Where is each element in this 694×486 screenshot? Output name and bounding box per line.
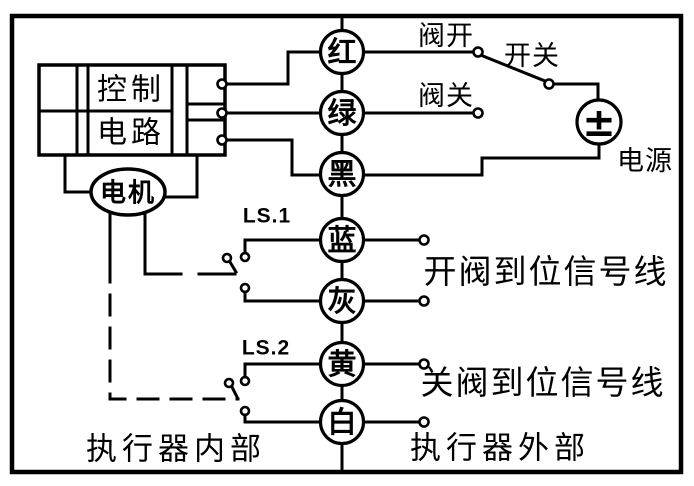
power-polarity-symbol: ± [582,100,616,146]
close-signal-label: 关阀到位信号线 [421,365,666,402]
wire-ls1-to-blue [243,238,323,255]
wire-power-to-black [362,142,601,177]
control-box: 控制 电路 [37,63,227,157]
wire-circle-white [318,398,366,446]
diagram-border [9,13,684,475]
limit-switch-ls1: LS.1 [221,205,323,303]
wire-circle-blue [318,216,366,264]
valve-open-label: 阀开 [418,21,474,51]
wire-label-yellow: 黄 [327,348,356,381]
valve-close-terminal [472,107,484,119]
control-box-terminal-2 [216,107,228,119]
wire-ls2-to-white [243,413,323,424]
ls1-blade [227,259,239,275]
control-box-terminal-1 [216,78,228,90]
wire-label-red: 红 [327,36,356,69]
white-terminal [418,416,430,428]
actuator-internal-label: 执行器内部 [86,432,266,467]
wire-circle-green [318,89,366,137]
power-label: 电源 [617,146,673,176]
limit-switch-ls2: LS.2 [223,337,323,424]
ls2-label: LS.2 [242,337,290,360]
blue-terminal [418,234,430,246]
wire-circle-red [318,28,366,76]
wire-ls1-to-gray [243,290,323,303]
wire-circle-gray [318,277,366,325]
wire-circle-yellow [318,340,366,388]
open-signal-label: 开阀到位信号线 [424,254,669,291]
wire-box-to-black [225,138,323,177]
motor-label: 电机 [100,179,156,208]
wire-label-black: 黑 [327,159,356,191]
switch-blade [481,54,547,83]
motor-drop-left-dashed [108,260,240,401]
wire-box-to-motor-right [164,153,199,199]
ls1-blade-tip-contact [221,252,233,264]
wire-label-white: 白 [327,406,356,439]
switch-terminal-open [472,46,484,58]
ls2-blade-tip-contact [223,377,235,389]
wire-ls2-to-yellow [243,362,323,379]
wire-label-gray: 灰 [327,285,356,318]
control-box-label-line1: 控制 [97,74,165,107]
yellow-terminal [418,358,430,370]
wire-box-to-motor-left [63,153,93,194]
switch-terminal-common [543,78,555,90]
wire-box-to-red [225,50,323,86]
control-box-label-line2: 电路 [97,117,165,150]
ls2-blade [229,384,240,400]
motor: 电机 [63,153,199,217]
wire-switch-to-power [552,82,600,102]
control-box-terminal-3 [216,134,228,146]
wire-label-green: 绿 [327,97,357,130]
wire-circle-black [318,150,366,198]
switch-label: 开关 [504,41,560,71]
motor-outline [89,167,167,217]
gray-terminal [418,295,430,307]
actuator-external-label: 执行器外部 [410,431,590,466]
ls1-label: LS.1 [243,205,291,228]
valve-close-label: 阀关 [418,81,474,111]
wire-label-blue: 蓝 [327,224,356,257]
wire-terminal-circles: 红 绿 黑 蓝 灰 黄 白 [318,28,366,446]
